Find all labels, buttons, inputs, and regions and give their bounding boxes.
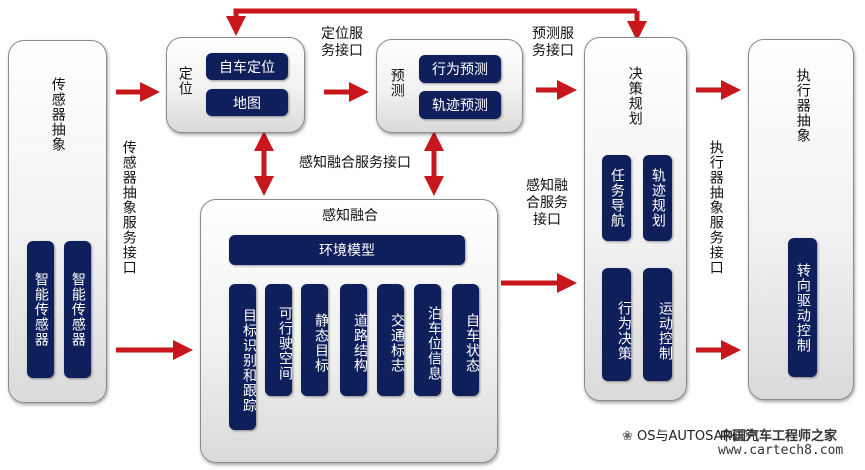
fusion-item-drivable-space: 可行驶空间 (265, 284, 293, 396)
fusion-iface-right-text: 感知融合服务接口 (526, 178, 568, 228)
decision-planning-title: 决策规划 (626, 66, 643, 126)
motion-control-pill: 运动控制 (643, 268, 673, 381)
smart-sensor-2: 智能传感器 (64, 241, 91, 378)
prediction-panel: 预测 行为预测 轨迹预测 (376, 39, 523, 133)
prediction-service-interface-label: 预测服务接口 (531, 26, 575, 60)
fusion-item-target-tracking: 目标识别和跟踪 (229, 284, 257, 430)
trajectory-prediction-pill: 轨迹预测 (419, 91, 501, 119)
actuator-abstraction-title: 执行器抽象 (794, 68, 811, 143)
fusion-item-parking-slot: 泊车位信息 (414, 284, 442, 396)
localization-service-interface-label: 定位服务接口 (320, 26, 364, 60)
map-pill: 地图 (206, 89, 288, 116)
sensor-abstraction-panel: 传感器抽象 智能传感器 智能传感器 (8, 40, 107, 403)
watermark-url: www.cartech8.com (718, 443, 844, 458)
fusion-item-ego-state: 自车状态 (452, 284, 480, 396)
trajectory-planning-pill: 轨迹规划 (643, 155, 672, 241)
watermark-wechat-text: OS与AUTOSAR研究 (637, 429, 758, 444)
perception-fusion-title: 感知融合 (322, 208, 378, 224)
actuator-abstraction-panel: 执行器抽象 转向驱动控制 (748, 39, 854, 400)
fusion-item-road-structure: 道路结构 (340, 284, 368, 396)
behavior-decision-pill: 行为决策 (602, 268, 632, 381)
loop-arrow-to-localization (226, 8, 637, 36)
steering-drive-control-pill: 转向驱动控制 (788, 238, 817, 377)
watermark-wechat: ❀ OS与AUTOSAR研究 (622, 425, 758, 444)
behavior-prediction-pill: 行为预测 (419, 55, 501, 83)
prediction-title: 预测 (388, 68, 405, 98)
fusion-service-interface-top-label: 感知融合服务接口 (299, 155, 411, 171)
watermark-site-cn: 中国汽车工程师之家 (720, 429, 838, 444)
fusion-item-static-target: 静态目标 (301, 284, 329, 396)
decision-planning-panel: 决策规划 任务导航 轨迹规划 行为决策 运动控制 (584, 37, 687, 401)
smart-sensor-1: 智能传感器 (27, 241, 54, 378)
actuator-service-interface-label: 执行器抽象服务接口 (707, 140, 724, 275)
pred-iface-text: 预测服务接口 (532, 26, 574, 59)
loc-iface-text: 定位服务接口 (321, 26, 363, 59)
sensor-service-interface-label: 传感器抽象服务接口 (120, 140, 137, 275)
task-navigation-pill: 任务导航 (602, 155, 631, 241)
wechat-icon: ❀ (622, 429, 638, 444)
fusion-service-interface-right-label: 感知融合服务接口 (525, 178, 569, 228)
environment-model-pill: 环境模型 (229, 235, 465, 265)
fusion-item-traffic-sign: 交通标志 (377, 284, 405, 396)
sensor-abstraction-title: 传感器抽象 (49, 77, 66, 152)
localization-panel: 定位 自车定位 地图 (166, 37, 305, 133)
ego-localization-pill: 自车定位 (206, 53, 288, 80)
perception-fusion-panel: 感知融合 环境模型 目标识别和跟踪 可行驶空间 静态目标 道路结构 交通标志 泊… (200, 199, 498, 463)
localization-title: 定位 (176, 66, 193, 96)
